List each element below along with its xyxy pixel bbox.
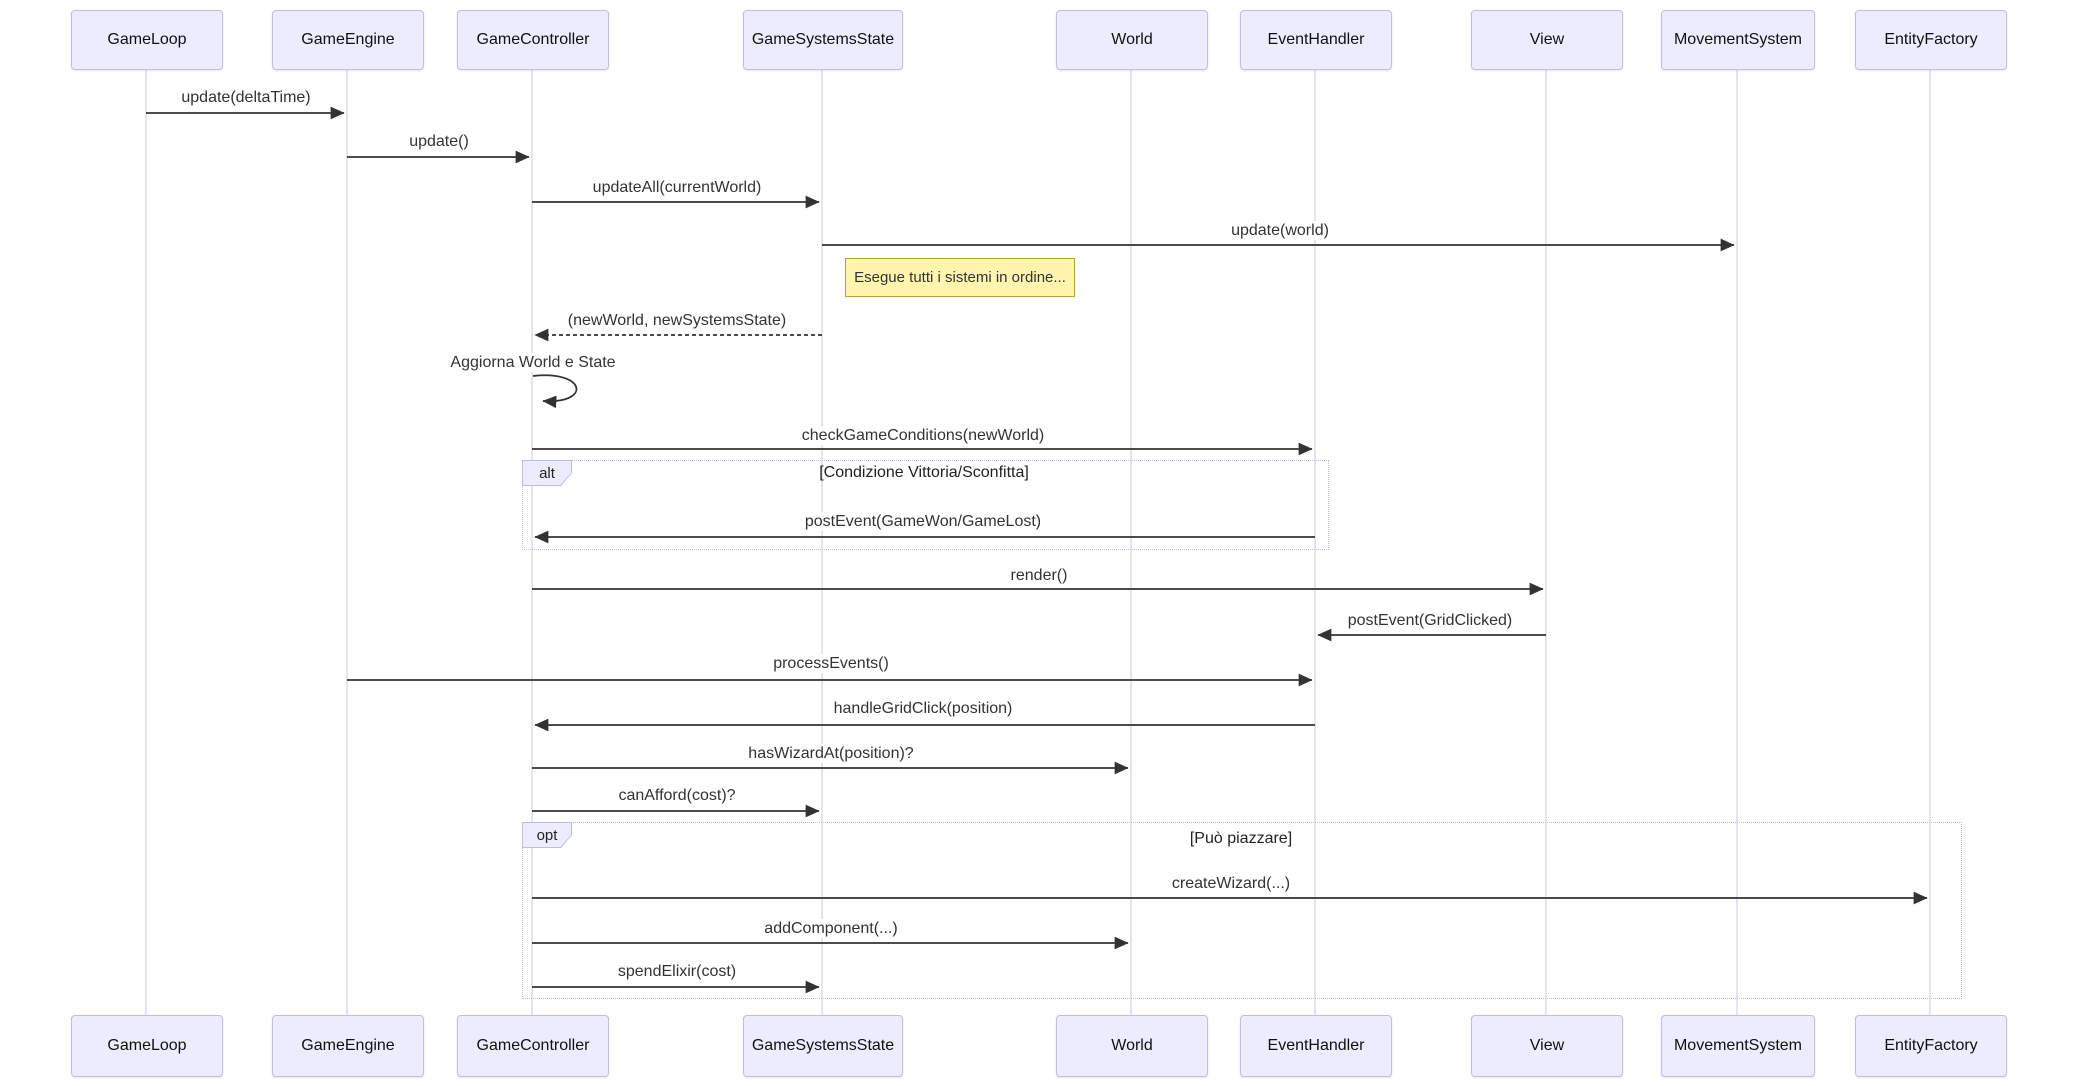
participant-bottom-world: World (1056, 1015, 1208, 1077)
opt-frame (522, 822, 1962, 999)
opt-frame-tab: opt (522, 822, 572, 848)
message-label-addcomponent: addComponent(...) (760, 919, 902, 938)
participant-bottom-eventhandler: EventHandler (1240, 1015, 1392, 1077)
message-label-postevent-gamewon: postEvent(GameWon/GameLost) (800, 512, 1046, 531)
participant-top-gamecontroller: GameController (457, 10, 609, 70)
message-label-processevents: processEvents() (769, 654, 893, 673)
participant-bottom-movementsystem: MovementSystem (1661, 1015, 1815, 1077)
alt-condition-label: [Condizione Vittoria/Sconfitta] (819, 464, 1029, 481)
participant-bottom-gamesystemsstate: GameSystemsState (743, 1015, 903, 1077)
message-label-updateall: updateAll(currentWorld) (588, 178, 766, 197)
participant-top-view: View (1471, 10, 1623, 70)
participant-bottom-view: View (1471, 1015, 1623, 1077)
participant-top-entityfactory: EntityFactory (1855, 10, 2007, 70)
participant-top-gameloop: GameLoop (71, 10, 223, 70)
message-label-createwizard: createWizard(...) (1167, 874, 1295, 893)
participant-bottom-gamecontroller: GameController (457, 1015, 609, 1077)
message-label-render: render() (1006, 566, 1072, 585)
participant-top-world: World (1056, 10, 1208, 70)
participant-bottom-gameloop: GameLoop (71, 1015, 223, 1077)
alt-frame-label: alt (523, 461, 571, 485)
message-label-canafford: canAfford(cost)? (614, 786, 740, 805)
message-label-checkgameconditions: checkGameConditions(newWorld) (797, 426, 1049, 445)
participant-top-gamesystemsstate: GameSystemsState (743, 10, 903, 70)
message-label-postevent-gridclicked: postEvent(GridClicked) (1343, 611, 1517, 630)
participant-top-movementsystem: MovementSystem (1661, 10, 1815, 70)
participant-top-eventhandler: EventHandler (1240, 10, 1392, 70)
note-esegue-sistemi: Esegue tutti i sistemi in ordine... (845, 258, 1075, 297)
opt-frame-label: opt (523, 823, 571, 847)
message-label-update-deltatime: update(deltaTime) (177, 88, 315, 107)
participant-top-gameengine: GameEngine (272, 10, 424, 70)
arrow-self-aggiorna (532, 374, 578, 409)
participant-bottom-entityfactory: EntityFactory (1855, 1015, 2007, 1077)
opt-condition-label: [Può piazzare] (1189, 830, 1293, 847)
message-label-spendelixir: spendElixir(cost) (613, 962, 741, 981)
participant-bottom-gameengine: GameEngine (272, 1015, 424, 1077)
message-label-update: update() (405, 132, 473, 151)
message-label-haswizardat: hasWizardAt(position)? (744, 744, 918, 763)
message-label-return-newworld: (newWorld, newSystemsState) (563, 311, 791, 330)
alt-frame (522, 460, 1329, 550)
message-label-update-world: update(world) (1227, 221, 1333, 240)
message-label-handlegridclick: handleGridClick(position) (829, 699, 1017, 718)
message-label-self-aggiorna: Aggiorna World e State (446, 353, 620, 372)
alt-frame-tab: alt (522, 460, 572, 486)
